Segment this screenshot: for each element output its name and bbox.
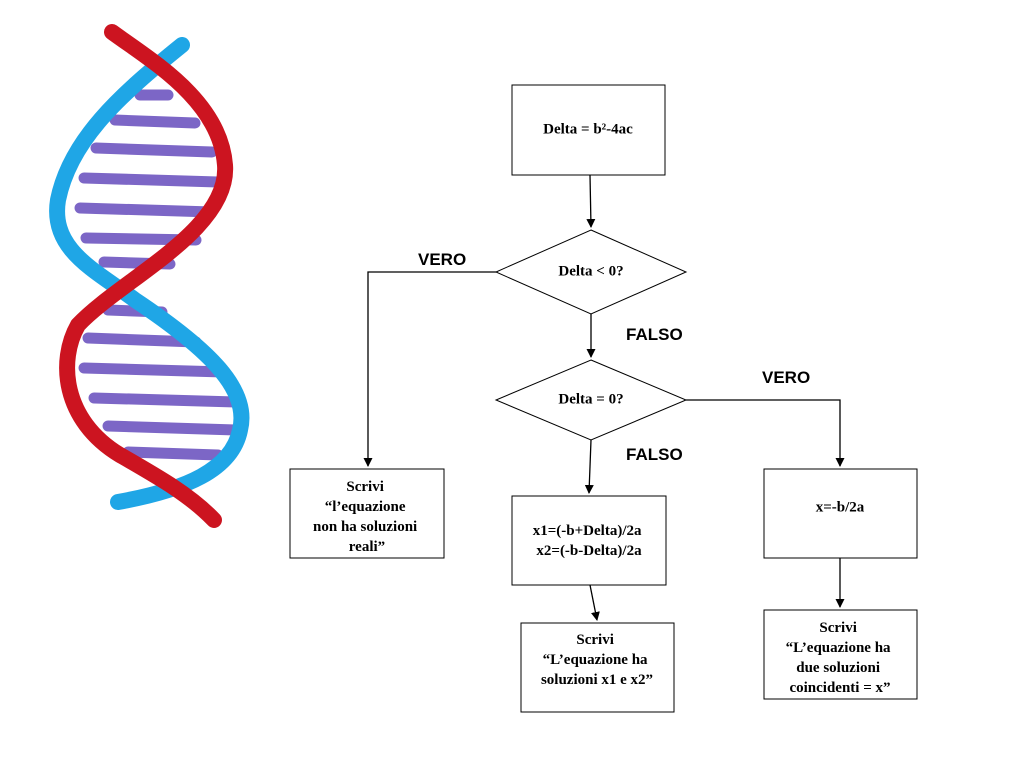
node-decision-zero-label: Delta = 0? — [558, 391, 623, 407]
edge-calc-to-negative — [586, 174, 596, 228]
node-decision-zero: Delta = 0? — [494, 359, 688, 441]
node-print-coincident: Scrivi “L’equazione ha due soluzioni coi… — [763, 609, 918, 700]
node-decision-negative-label: Delta < 0? — [558, 263, 623, 279]
svg-text:Scrivi “l’equazione: Scrivi “l’equazione non ha soluzioni rea… — [313, 479, 421, 555]
node-print-two-line-3: soluzioni x1 e x2” — [541, 672, 653, 688]
edge-two-to-print — [589, 584, 600, 621]
edge-negative-true — [363, 271, 496, 467]
node-compute-two-line-2: x2=(-b-Delta)/2a — [536, 543, 642, 559]
edge-zero-true — [686, 399, 845, 467]
node-print-two-line-1: Scrivi — [576, 632, 614, 648]
dna-strand-red — [59, 24, 234, 528]
node-compute-one-label: x=-b/2a — [816, 499, 865, 515]
svg-text:x1=(-b+Delta)/2a x2=(-b-: x1=(-b+Delta)/2a x2=(-b-Delta)/2a — [533, 523, 646, 559]
edge-zero-false — [584, 439, 594, 494]
flowchart-edges — [363, 174, 845, 621]
dna-rungs — [74, 89, 242, 461]
node-print-no-real-line-4: reali” — [349, 539, 385, 555]
dna-helix-illustration — [49, 24, 250, 528]
node-delta-calc: Delta = b²-4ac — [511, 84, 666, 176]
node-compute-two-line-1: x1=(-b+Delta)/2a — [533, 523, 642, 539]
node-print-no-real: Scrivi “l’equazione non ha soluzioni rea… — [289, 468, 445, 559]
node-print-coincident-line-1: Scrivi — [819, 620, 857, 636]
edge-label-negative-false: FALSO — [626, 325, 683, 344]
edge-label-negative-true: VERO — [418, 250, 466, 269]
node-print-coincident-line-2: “L’equazione ha — [786, 640, 891, 656]
node-compute-one: x=-b/2a — [763, 468, 918, 559]
edge-label-zero-false: FALSO — [626, 445, 683, 464]
node-print-coincident-line-4: coincidenti = x” — [789, 680, 890, 696]
node-delta-calc-label: Delta = b²-4ac — [543, 121, 633, 137]
node-decision-negative: Delta < 0? — [494, 229, 688, 315]
node-compute-two: x1=(-b+Delta)/2a x2=(-b-Delta)/2a — [511, 495, 667, 586]
svg-text:Scrivi “L’equazione ha: Scrivi “L’equazione ha due soluzioni coi… — [786, 620, 895, 696]
node-print-no-real-line-3: non ha soluzioni — [313, 519, 417, 535]
node-print-coincident-line-3: due soluzioni — [796, 660, 880, 676]
svg-text:Scrivi “L’equazione ha: Scrivi “L’equazione ha soluzioni x1 e x2… — [541, 632, 653, 688]
node-print-two-line-2: “L’equazione ha — [543, 652, 648, 668]
node-print-no-real-line-1: Scrivi — [346, 479, 384, 495]
node-print-two: Scrivi “L’equazione ha soluzioni x1 e x2… — [520, 622, 675, 713]
edge-label-zero-true: VERO — [762, 368, 810, 387]
node-print-no-real-line-2: “l’equazione — [325, 499, 406, 515]
dna-strand-blue — [49, 37, 250, 510]
